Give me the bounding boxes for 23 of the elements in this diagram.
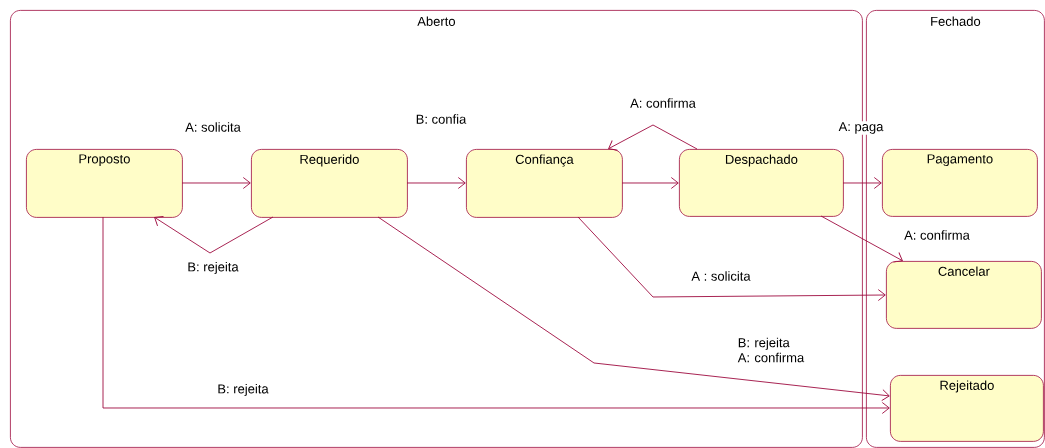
arrow bbox=[621, 177, 679, 189]
state-box: Despachado bbox=[679, 149, 844, 217]
arrow bbox=[406, 177, 466, 189]
arrow bbox=[102, 216, 890, 414]
state-box: Requerido bbox=[251, 149, 408, 218]
state-box: Cancelar bbox=[886, 261, 1042, 329]
arrow bbox=[377, 216, 890, 402]
edge-label: A : solicita bbox=[690, 270, 752, 282]
edge-label: A: solicita bbox=[184, 121, 242, 133]
edge-label: A: confirma bbox=[629, 97, 697, 109]
state-box: Confiança bbox=[466, 149, 623, 218]
arrow bbox=[577, 216, 886, 301]
arrow bbox=[842, 177, 882, 189]
arrow bbox=[608, 124, 698, 151]
state-box: Rejeitado bbox=[890, 375, 1044, 442]
arrow bbox=[820, 215, 903, 263]
arrow bbox=[181, 177, 251, 189]
edge-label: B: confia bbox=[414, 113, 468, 125]
state-box: Proposto bbox=[26, 149, 183, 218]
state-box: Pagamento bbox=[882, 149, 1038, 217]
edge-label: A: confirma bbox=[903, 229, 971, 241]
edge-label: A: paga bbox=[837, 121, 885, 135]
arrow bbox=[154, 216, 274, 254]
